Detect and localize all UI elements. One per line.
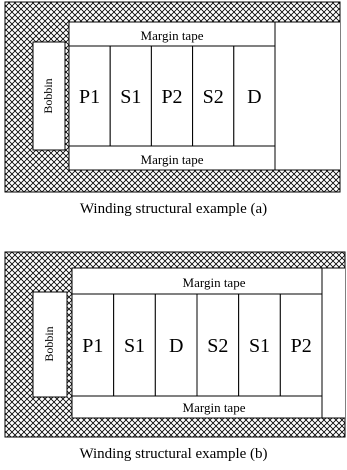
windings-b: P1 S1 D S2 S1 P2 <box>71 293 323 397</box>
window-a <box>275 22 340 170</box>
winding-section <box>192 45 235 147</box>
margin-tape-top-label-a: Margin tape <box>141 28 204 43</box>
windings-a: P1 S1 P2 S2 D <box>68 45 276 147</box>
winding-label: S2 <box>207 335 228 357</box>
window-b <box>322 268 345 418</box>
bobbin-label-b: Bobbin <box>42 326 56 361</box>
margin-tape-top-label-b: Margin tape <box>183 275 246 290</box>
bobbin-label-a: Bobbin <box>41 78 55 113</box>
margin-tape-bottom-b <box>71 395 323 419</box>
winding-label: S1 <box>249 335 270 357</box>
diagram-b: Bobbin Margin tape P1 S1 D S2 S1 P2 Margin ta… <box>4 251 346 438</box>
margin-tape-top-a <box>68 21 276 47</box>
bobbin-b <box>32 291 68 398</box>
margin-tape-top-b <box>71 267 323 295</box>
winding-label: P1 <box>79 86 100 108</box>
winding-label: S1 <box>120 86 141 108</box>
margin-tape-bottom-label-b: Margin tape <box>183 400 246 415</box>
caption-a: Winding structural example (a) <box>79 201 268 217</box>
winding-section <box>113 293 156 397</box>
winding-label: S1 <box>124 335 145 357</box>
winding-label: P2 <box>291 335 312 357</box>
winding-section <box>68 45 111 147</box>
diagram-a: Bobbin Margin tape P1 S1 P2 S2 D Margin tape <box>4 1 341 193</box>
winding-label: S2 <box>203 86 224 108</box>
winding-label: D <box>169 335 183 357</box>
winding-label: P2 <box>161 86 182 108</box>
caption-b: Winding structural example (b) <box>79 446 268 462</box>
margin-tape-bottom-label-a: Margin tape <box>141 152 204 167</box>
winding-section <box>279 293 323 397</box>
winding-section <box>150 45 194 147</box>
bobbin-a <box>32 41 66 151</box>
winding-label: P1 <box>82 335 103 357</box>
winding-label: D <box>247 86 261 108</box>
margin-tape-bottom-a <box>68 145 276 171</box>
